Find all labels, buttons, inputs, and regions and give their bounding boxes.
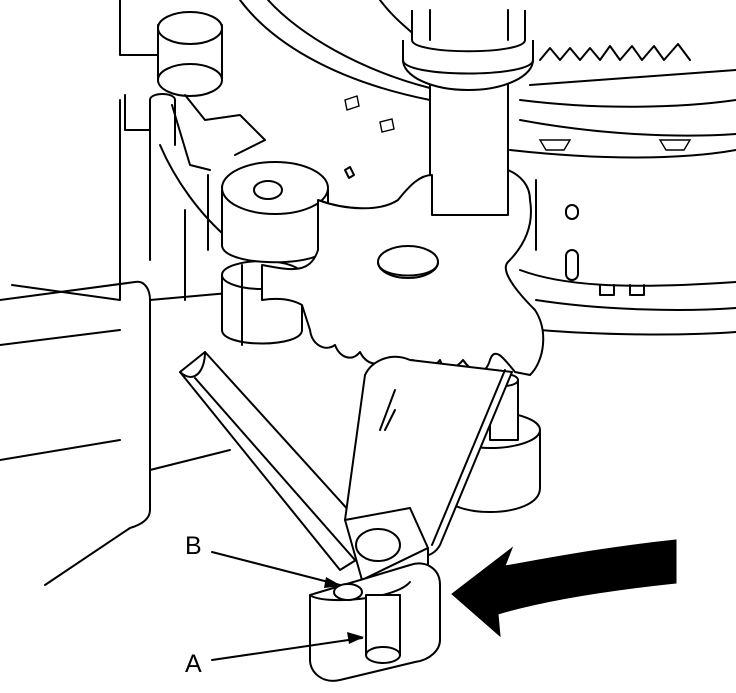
leader-line-b bbox=[211, 551, 342, 588]
callout-label-b: B bbox=[185, 532, 202, 560]
main-shaft bbox=[402, 9, 534, 216]
pin-block bbox=[309, 562, 441, 682]
upper-post bbox=[157, 11, 266, 171]
curved-arrow-icon bbox=[451, 539, 677, 638]
roller-stack bbox=[221, 161, 329, 346]
callout-label-a: A bbox=[185, 650, 202, 678]
left-bracket bbox=[0, 93, 241, 586]
leader-line-a bbox=[211, 632, 364, 661]
housing-outline bbox=[119, 0, 736, 336]
sector-plate bbox=[261, 166, 545, 376]
connecting-rod bbox=[179, 351, 381, 571]
